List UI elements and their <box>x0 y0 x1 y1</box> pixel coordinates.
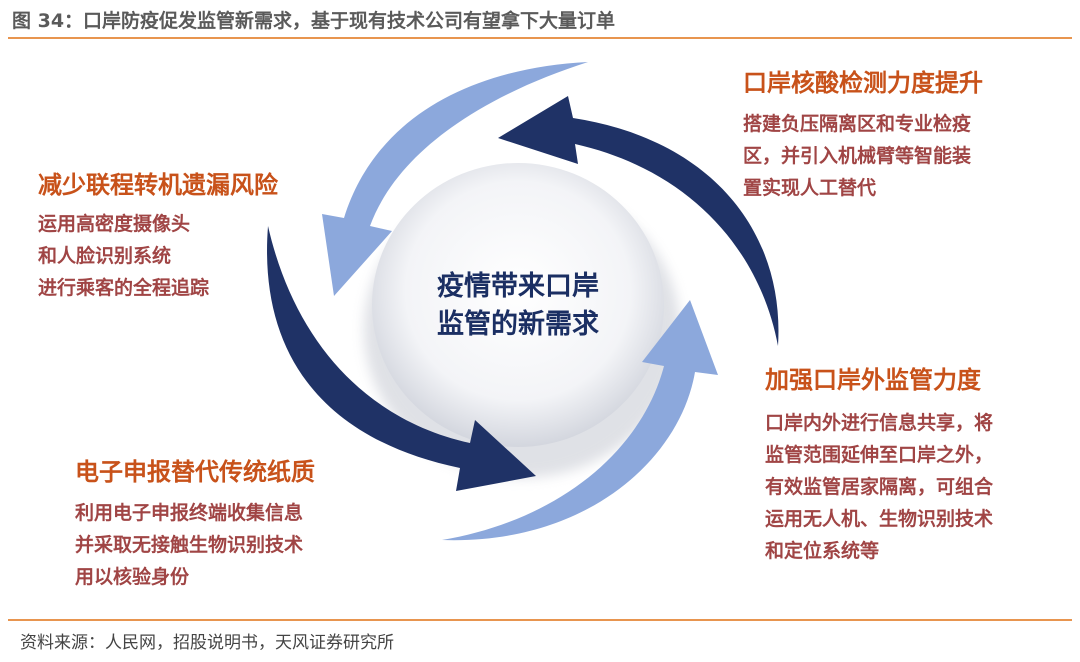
block-line: 利用电子申报终端收集信息 <box>75 502 304 524</box>
top-divider <box>8 37 1072 39</box>
block-line: 置实现人工替代 <box>743 177 877 199</box>
block-line: 进行乘客的全程追踪 <box>38 277 210 299</box>
center-circle <box>372 163 664 447</box>
source-note: 资料来源：人民网，招股说明书，天风证券研究所 <box>20 633 394 653</box>
block-line: 和定位系统等 <box>765 540 880 562</box>
block-line: 口岸内外进行信息共享，将 <box>765 412 994 434</box>
block-bottom-right-heading: 加强口岸外监管力度 <box>765 366 981 394</box>
figure-title: 图 34：口岸防疫促发监管新需求，基于现有技术公司有望拿下大量订单 <box>12 10 616 32</box>
arrow-dark-bottom-left <box>267 226 536 491</box>
block-top-right: 口岸核酸检测力度提升 搭建负压隔离区和专业检疫 区，并引入机械臂等智能装 置实现… <box>743 63 983 204</box>
block-line: 和人脸识别系统 <box>38 245 172 267</box>
center-label-line1: 疫情带来口岸 <box>437 271 599 302</box>
block-line: 用以核验身份 <box>75 566 190 588</box>
block-line: 有效监管居家隔离，可组合 <box>765 476 994 498</box>
block-bottom-left-heading: 电子申报替代传统纸质 <box>75 458 315 486</box>
bottom-divider <box>8 619 1072 621</box>
block-line: 区，并引入机械臂等智能装 <box>743 145 972 167</box>
block-line: 搭建负压隔离区和专业检疫 <box>743 113 972 135</box>
block-left-heading: 减少联程转机遗漏风险 <box>38 171 278 199</box>
block-line: 并采取无接触生物识别技术 <box>75 534 304 556</box>
block-top-right-heading: 口岸核酸检测力度提升 <box>743 69 983 97</box>
block-line: 监管范围延伸至口岸之外， <box>765 444 994 466</box>
block-line: 运用无人机、生物识别技术 <box>765 508 994 530</box>
center-label-line2: 监管的新需求 <box>437 309 599 340</box>
block-line: 运用高密度摄像头 <box>38 213 191 235</box>
block-bottom-right-body: 口岸内外进行信息共享，将 监管范围延伸至口岸之外， 有效监管居家隔离，可组合 运… <box>765 407 993 567</box>
arrow-light-bottom-right <box>442 300 718 541</box>
block-bottom-left-body: 利用电子申报终端收集信息 并采取无接触生物识别技术 用以核验身份 <box>75 497 315 593</box>
block-bottom-right: 加强口岸外监管力度 口岸内外进行信息共享，将 监管范围延伸至口岸之外， 有效监管… <box>765 360 993 567</box>
block-left-body: 运用高密度摄像头 和人脸识别系统 进行乘客的全程追踪 <box>38 208 278 304</box>
block-top-right-body: 搭建负压隔离区和专业检疫 区，并引入机械臂等智能装 置实现人工替代 <box>743 108 983 204</box>
arrow-dark-top-right <box>498 96 779 346</box>
center-label: 疫情带来口岸 监管的新需求 <box>400 268 636 344</box>
arrow-light-left <box>322 62 588 296</box>
block-bottom-left: 电子申报替代传统纸质 利用电子申报终端收集信息 并采取无接触生物识别技术 用以核… <box>75 452 315 593</box>
block-left: 减少联程转机遗漏风险 运用高密度摄像头 和人脸识别系统 进行乘客的全程追踪 <box>38 165 278 304</box>
